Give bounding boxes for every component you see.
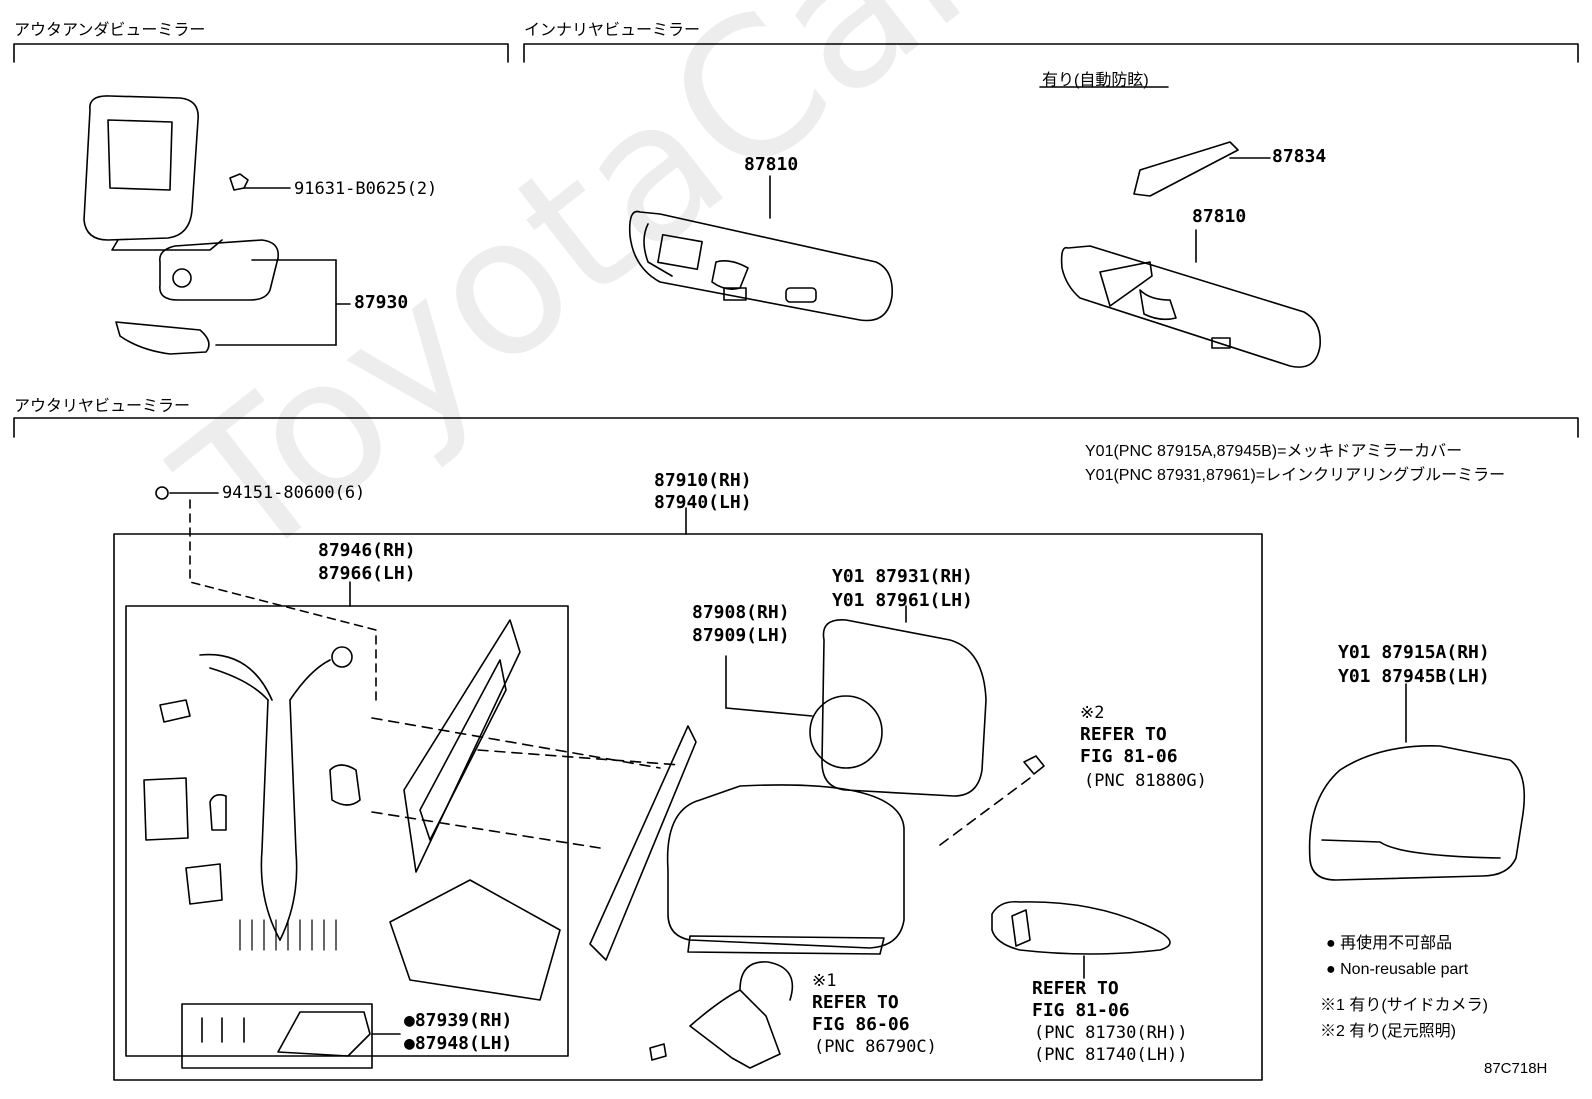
ref-3-line1: REFER TO <box>1032 978 1119 999</box>
ref-1-line2: FIG 81-06 <box>1080 746 1178 767</box>
outer-mirror-art <box>113 486 1526 1081</box>
part-label-87834: 87834 <box>1272 146 1327 167</box>
ref-2-mark: ※1 <box>812 971 837 991</box>
part-label-87945B: Y01 87945B(LH) <box>1338 666 1490 687</box>
figure-code: 87C718H <box>1484 1060 1548 1077</box>
variant-note-cover: Y01(PNC 87915A,87945B)=メッキドアミラーカバー <box>1085 443 1463 460</box>
legend-non-reusable-jp: ● 再使用不可部品 <box>1326 935 1453 952</box>
variant-note-glass: Y01(PNC 87931,87961)=レインクリアリングブルーミラー <box>1085 467 1506 484</box>
part-label-87966: 87966(LH) <box>318 563 416 584</box>
ref-3-line2: FIG 81-06 <box>1032 1000 1130 1021</box>
inner-mirror-1-art <box>628 175 893 322</box>
section-title-inner-rear: インナリヤビューミラー <box>524 22 701 39</box>
ref-2-line1: REFER TO <box>812 992 899 1013</box>
part-label-91631: 91631-B0625(2) <box>294 179 438 199</box>
part-label-87961: Y01 87961(LH) <box>832 590 973 611</box>
ref-1-line1: REFER TO <box>1080 724 1167 745</box>
part-label-87915A: Y01 87915A(RH) <box>1338 642 1490 663</box>
part-label-87939: ●87939(RH) <box>404 1010 513 1031</box>
section-bracket-outer-rear <box>13 417 1579 438</box>
inner-mirror-2-art <box>1060 141 1321 368</box>
ref-3-pnc-rh: (PNC 81730(RH)) <box>1034 1023 1188 1043</box>
part-label-87930: 87930 <box>354 292 409 313</box>
ref-2-line2: FIG 86-06 <box>812 1014 910 1035</box>
part-label-94151: 94151-80600(6) <box>222 483 366 503</box>
ref-1-mark: ※2 <box>1080 703 1105 723</box>
part-label-87810-b: 87810 <box>1192 206 1247 227</box>
section-bracket-inner-rear <box>523 43 1579 63</box>
legend-note-2: ※2 有り(足元照明) <box>1320 1023 1457 1040</box>
section-bracket-outer-under <box>13 43 509 63</box>
part-label-87931: Y01 87931(RH) <box>832 566 973 587</box>
part-label-87909: 87909(LH) <box>692 625 790 646</box>
part-label-87810-a: 87810 <box>744 154 799 175</box>
part-label-87940: 87940(LH) <box>654 492 752 513</box>
under-mirror-art <box>83 95 351 355</box>
part-label-87910: 87910(RH) <box>654 470 752 491</box>
legend-note-1: ※1 有り(サイドカメラ) <box>1320 997 1489 1014</box>
part-label-87946: 87946(RH) <box>318 540 416 561</box>
ref-2-pnc: (PNC 86790C) <box>814 1037 937 1057</box>
part-label-87948: ●87948(LH) <box>404 1033 513 1054</box>
ref-1-pnc: (PNC 81880G) <box>1084 771 1207 791</box>
part-label-87908: 87908(RH) <box>692 602 790 623</box>
section-title-outer-rear: アウタリヤビューミラー <box>14 398 191 415</box>
legend-non-reusable-en: ● Non-reusable part <box>1326 961 1469 978</box>
inner-variant-label: 有り(自動防眩) <box>1042 72 1149 89</box>
ref-3-pnc-lh: (PNC 81740(LH)) <box>1034 1045 1188 1065</box>
section-title-outer-under: アウタアンダビューミラー <box>14 22 206 39</box>
